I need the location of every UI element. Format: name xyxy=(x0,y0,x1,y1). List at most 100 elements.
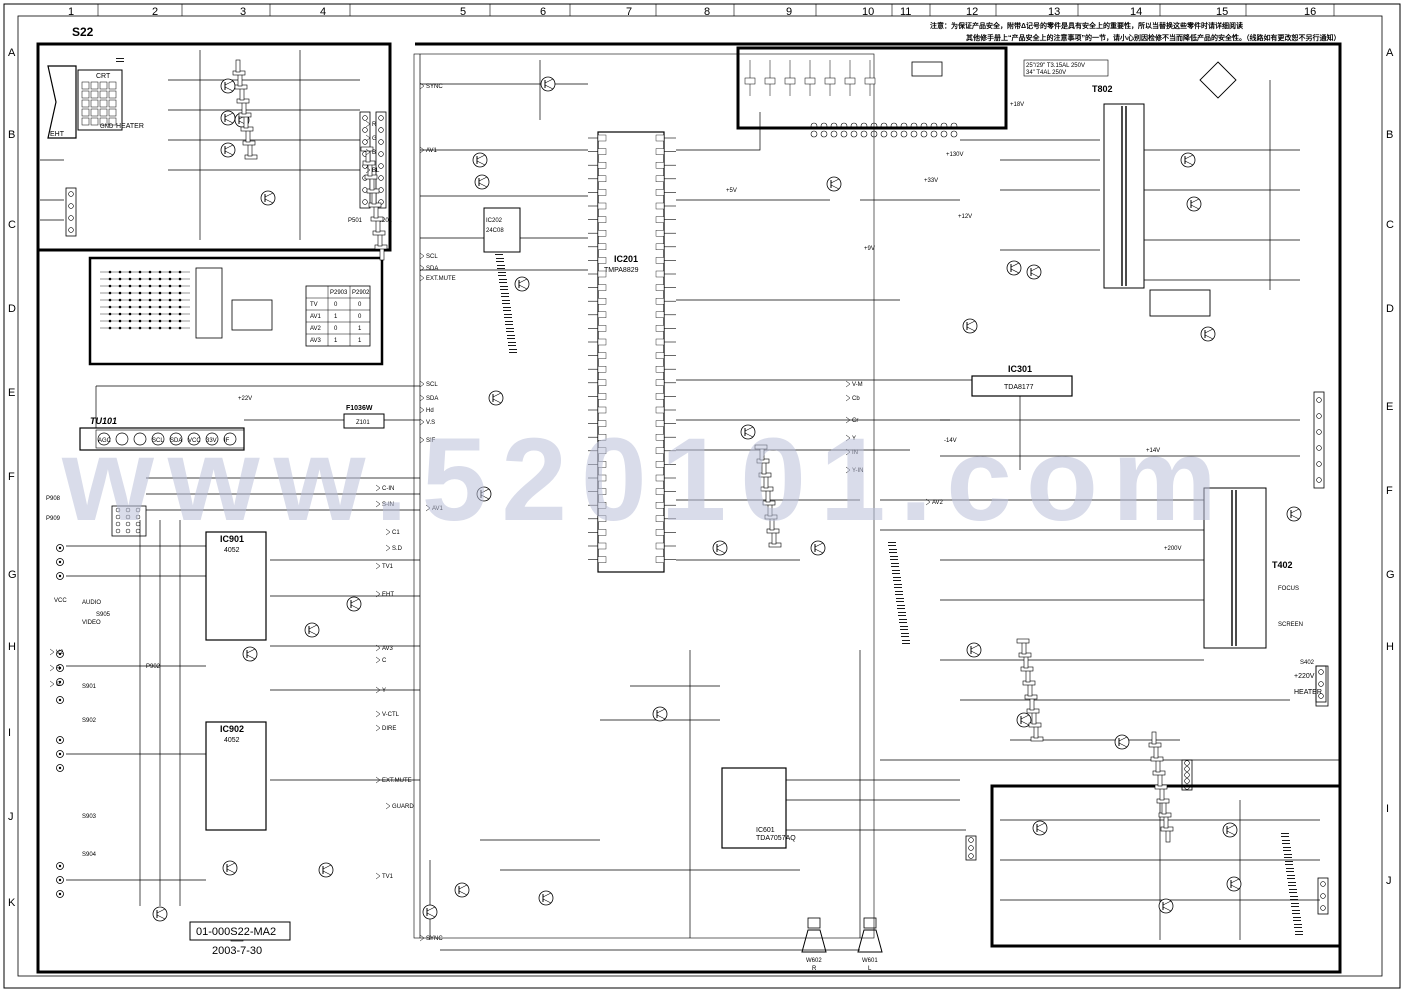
supply-label: +18V xyxy=(1010,102,1024,108)
ic201-pad xyxy=(655,189,665,196)
row-label-left: A xyxy=(8,47,16,59)
port-label: AV3 xyxy=(375,644,394,652)
crt-pin-cell xyxy=(108,108,117,117)
port-label: R xyxy=(365,120,377,128)
transistor xyxy=(740,424,756,440)
ic201-pad xyxy=(597,148,607,155)
capacitor xyxy=(509,349,517,353)
transistor xyxy=(260,190,276,206)
port-label-text: AV3 xyxy=(382,646,394,652)
column-label: 5 xyxy=(460,6,466,18)
resistor xyxy=(1023,655,1029,669)
scart-pin xyxy=(115,521,121,527)
ic201-pad xyxy=(655,393,665,400)
switch-ic-1: IC901 4052 xyxy=(205,531,267,641)
screen-label: SCREEN xyxy=(1278,622,1303,628)
ic201-pad xyxy=(655,216,665,223)
capacitor xyxy=(116,58,124,62)
transistor xyxy=(1026,264,1042,280)
crt-label: CRT xyxy=(96,73,111,80)
crt-pin-cell xyxy=(90,90,99,99)
resistor xyxy=(371,191,377,205)
capacitor xyxy=(1282,840,1290,844)
crt-pin-cell xyxy=(108,117,117,126)
capacitor xyxy=(506,328,514,332)
ic201-pad xyxy=(597,542,607,550)
ic201-pad xyxy=(655,284,665,291)
port-label: V-M xyxy=(845,380,863,388)
scart-pin xyxy=(115,507,121,513)
t802-label: T802 xyxy=(1092,84,1113,94)
port-label-text: Y xyxy=(382,688,386,694)
port-label-text: AV2 xyxy=(932,500,944,506)
av-jack xyxy=(56,750,64,758)
row-label-left: B xyxy=(8,129,15,141)
capacitor xyxy=(1288,882,1296,886)
resistor xyxy=(375,219,381,233)
port-label-text: B xyxy=(372,150,376,156)
capacitor xyxy=(1289,889,1297,893)
saw-part: F1036W xyxy=(346,405,373,412)
ic201-pad xyxy=(597,134,607,142)
capacitor xyxy=(1292,910,1300,914)
port-label-text: C-IN xyxy=(382,486,394,492)
port-label: SCL xyxy=(419,252,438,260)
row-label-right: E xyxy=(1386,401,1393,413)
port-label-text: Cb xyxy=(852,396,860,402)
s402-label: S402 xyxy=(1300,660,1315,666)
ic201-pad xyxy=(655,502,665,509)
port-label: C xyxy=(375,656,387,664)
port-label-text: AV1 xyxy=(432,506,444,512)
capacitor xyxy=(1291,903,1299,907)
ic201-pad xyxy=(655,229,665,237)
port-label-text: R xyxy=(372,122,377,128)
port-label: R xyxy=(49,664,61,672)
crt-pin-cell xyxy=(99,90,108,99)
column-label: 6 xyxy=(540,6,546,18)
ic201-pad xyxy=(597,202,607,210)
eht-label: EHT xyxy=(50,131,65,138)
av-label: VIDEO xyxy=(82,620,101,626)
ic201-pad xyxy=(655,270,665,278)
transistor xyxy=(242,646,258,662)
column-label: 9 xyxy=(786,6,792,18)
ic201-pad xyxy=(655,474,665,482)
port-label: Y xyxy=(845,434,856,442)
av-label: S905 xyxy=(96,612,111,618)
port-label: SDA xyxy=(419,264,438,272)
capacitor xyxy=(503,307,511,311)
ic201-pad xyxy=(655,406,665,414)
supply-label: +22V xyxy=(238,396,252,402)
focus-label: FOCUS xyxy=(1278,586,1299,592)
resistor xyxy=(377,233,383,247)
gnd-label: GND xyxy=(100,124,114,130)
supply-label: +12V xyxy=(958,214,972,220)
row-label-left: G xyxy=(8,569,17,581)
capacitor xyxy=(888,542,896,546)
port-label-text: SCL xyxy=(426,382,438,388)
ic201-pad xyxy=(597,379,607,386)
model-label: S22 xyxy=(72,25,94,39)
resistor xyxy=(1033,725,1039,739)
port-label-text: SDA xyxy=(426,266,438,272)
row-label-left: D xyxy=(8,303,16,315)
dock-table-cell: 0 xyxy=(334,326,338,332)
crt-pin-cell xyxy=(90,81,99,90)
port-label-text: EXT.MUTE xyxy=(426,276,456,282)
row-label-right: I xyxy=(1386,803,1389,815)
transistor xyxy=(966,642,982,658)
ic201-pad xyxy=(597,502,607,509)
supply-label: +5V xyxy=(726,188,737,194)
audio-ic-part: TDA7057AQ xyxy=(756,835,796,842)
av-jack xyxy=(56,890,64,898)
av-jack xyxy=(56,862,64,870)
av-jack xyxy=(56,696,64,704)
port-label-text: Hd xyxy=(426,408,434,414)
ic201-pad xyxy=(655,556,665,563)
transistor xyxy=(220,142,236,158)
capacitor xyxy=(1294,924,1302,928)
column-label: 3 xyxy=(240,6,246,18)
transistor xyxy=(1180,152,1196,168)
